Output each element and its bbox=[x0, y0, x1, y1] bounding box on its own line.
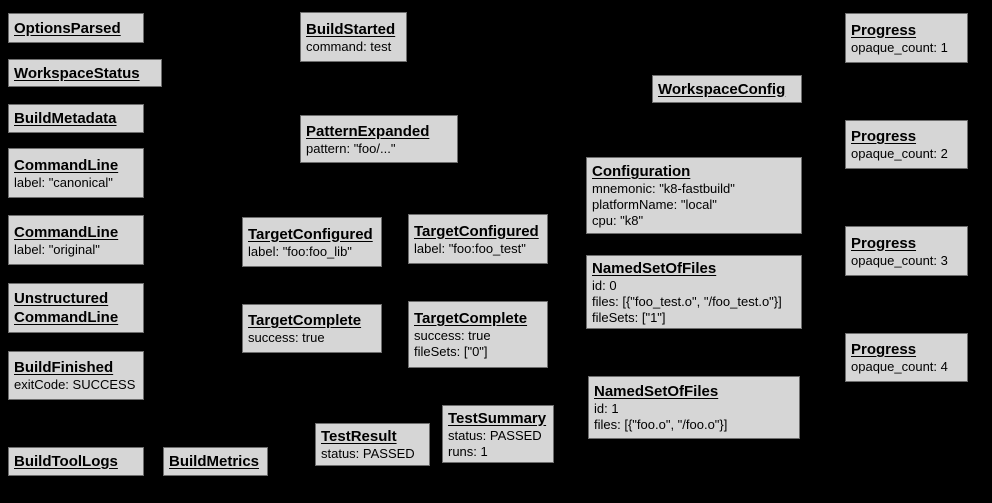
node-detail: fileSets: ["0"] bbox=[414, 344, 488, 359]
node-title: BuildMetrics bbox=[169, 453, 260, 470]
node-detail: id: 1 bbox=[594, 401, 619, 416]
node-title: TargetComplete bbox=[414, 310, 528, 327]
node-title: BuildStarted bbox=[306, 20, 396, 38]
node-build-metadata: BuildMetadata bbox=[8, 104, 144, 133]
node-title: Unstructured CommandLine bbox=[14, 290, 119, 326]
node-title: Configuration bbox=[592, 163, 691, 180]
node-detail: fileSets: ["1"] bbox=[592, 309, 666, 325]
node-title: TargetConfigured bbox=[248, 225, 373, 243]
node-detail: success: true bbox=[414, 328, 491, 343]
node-title: TestResult bbox=[321, 428, 397, 445]
node-title: BuildFinished bbox=[14, 359, 114, 376]
node-title: NamedSetOfFiles bbox=[592, 259, 717, 277]
node-detail: runs: 1 bbox=[448, 443, 488, 459]
node-options-parsed: OptionsParsed bbox=[8, 13, 144, 43]
node-detail: label: "foo:foo_lib" bbox=[248, 243, 352, 259]
node-detail: pattern: "foo/..." bbox=[306, 140, 396, 156]
node-title: NamedSetOfFiles bbox=[594, 383, 719, 400]
node-detail: command: test bbox=[306, 38, 392, 54]
node-detail: label: "canonical" bbox=[14, 174, 113, 190]
node-build-metrics: BuildMetrics bbox=[163, 447, 268, 476]
node-detail: success: true bbox=[248, 330, 325, 345]
node-build-tool-logs: BuildToolLogs bbox=[8, 447, 144, 476]
node-detail: files: [{"foo.o", "/foo.o"}] bbox=[594, 417, 728, 432]
node-title: CommandLine bbox=[14, 223, 119, 241]
node-detail: status: PASSED bbox=[321, 446, 415, 461]
node-title: BuildMetadata bbox=[14, 110, 117, 127]
node-title: WorkspaceConfig bbox=[658, 80, 786, 98]
node-detail: label: "original" bbox=[14, 241, 100, 257]
node-title: TargetComplete bbox=[248, 312, 362, 329]
node-detail: exitCode: SUCCESS bbox=[14, 377, 136, 392]
node-title: BuildToolLogs bbox=[14, 453, 118, 470]
node-detail: files: [{"foo_test.o", "/foo_test.o"}] bbox=[592, 293, 782, 309]
node-title: WorkspaceStatus bbox=[14, 64, 140, 82]
node-title: OptionsParsed bbox=[14, 19, 121, 37]
node-detail: id: 0 bbox=[592, 277, 617, 293]
node-detail: label: "foo:foo_test" bbox=[414, 240, 526, 256]
node-title: TargetConfigured bbox=[414, 222, 539, 240]
node-detail: opaque_count: 3 bbox=[851, 252, 948, 268]
node-detail: opaque_count: 1 bbox=[851, 39, 948, 55]
node-title: Progress bbox=[851, 234, 917, 252]
node-title: CommandLine bbox=[14, 156, 119, 174]
node-title: Progress bbox=[851, 128, 917, 145]
node-detail: status: PASSED bbox=[448, 427, 542, 443]
node-title: PatternExpanded bbox=[306, 122, 430, 140]
node-workspace-status: WorkspaceStatus bbox=[8, 59, 162, 87]
node-title: Progress bbox=[851, 21, 917, 39]
node-unstructured-command-line: Unstructured CommandLine bbox=[8, 283, 144, 333]
node-title: Progress bbox=[851, 341, 917, 358]
node-detail: platformName: "local" bbox=[592, 197, 717, 212]
node-detail: mnemonic: "k8-fastbuild" bbox=[592, 181, 735, 196]
node-detail: opaque_count: 2 bbox=[851, 146, 948, 161]
node-detail: cpu: "k8" bbox=[592, 213, 644, 228]
node-detail: opaque_count: 4 bbox=[851, 359, 948, 374]
node-title: TestSummary bbox=[448, 409, 547, 427]
node-workspace-config: WorkspaceConfig bbox=[652, 75, 802, 103]
